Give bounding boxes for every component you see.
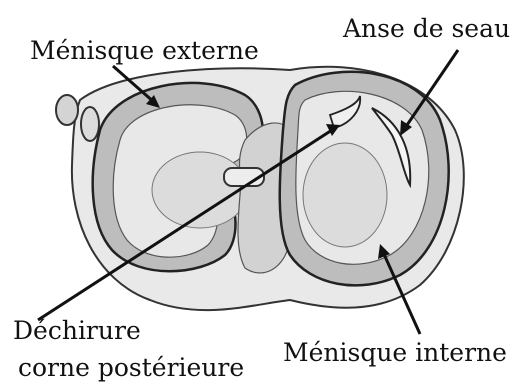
label-anse-de-seau: Anse de seau xyxy=(343,16,510,41)
lateral-ligament-ring xyxy=(56,95,78,125)
label-menisque-interne: Ménisque interne xyxy=(283,340,507,365)
label-menisque-externe: Ménisque externe xyxy=(30,38,259,63)
label-dechirure-line2: corne postérieure xyxy=(18,355,244,380)
medial-condyle-contact xyxy=(303,143,387,247)
label-dechirure-line1: Déchirure xyxy=(13,318,141,343)
lateral-ligament-ring-2 xyxy=(81,107,99,141)
